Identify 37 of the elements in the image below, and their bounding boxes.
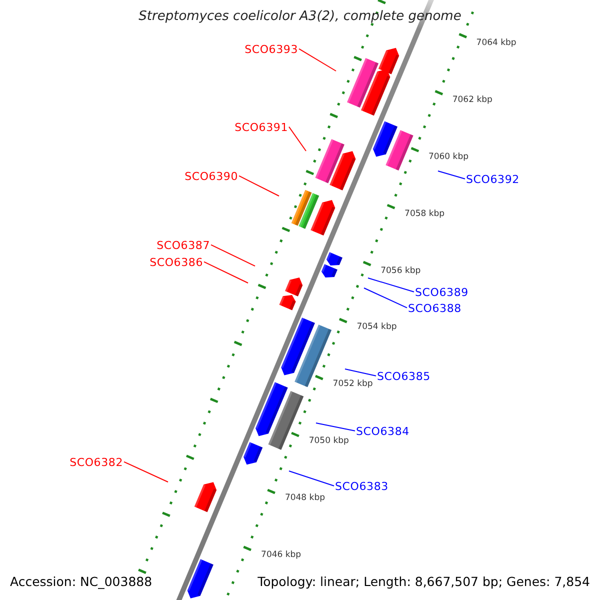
gene-label: SCO6382 — [70, 456, 123, 469]
leader-line — [288, 126, 306, 152]
gene-label: SCO6387 — [156, 239, 210, 252]
leader-line — [344, 368, 376, 376]
scale-label: 7056 kbp — [380, 266, 421, 276]
scale-label: 7064 kbp — [476, 38, 516, 48]
leader-line — [316, 422, 356, 432]
leader-line — [298, 48, 336, 72]
scale-label: 7062 kbp — [452, 94, 492, 105]
scale-label: 7060 kbp — [428, 152, 468, 162]
gene-label: SCO6384 — [356, 425, 410, 438]
scale-label: 7048 kbp — [284, 493, 326, 504]
gene-label: SCO6389 — [415, 286, 468, 299]
scale-label: 7052 kbp — [332, 379, 373, 390]
title: Streptomyces coelicolor A3(2), complete genome — [138, 9, 462, 24]
leader-line — [238, 175, 280, 196]
scale-label: 7050 kbp — [308, 436, 349, 446]
leader-line — [438, 170, 466, 180]
gene-label: SCO6391 — [234, 121, 288, 134]
gene-label: SCO6383 — [335, 480, 388, 493]
scale-label: 7046 kbp — [261, 550, 302, 560]
scale-label: 7054 kbp — [356, 322, 397, 332]
leader-line — [368, 278, 414, 292]
leader-line — [364, 288, 408, 308]
gene-label: SCO6386 — [150, 256, 203, 269]
gene-label: SCO6392 — [466, 173, 520, 186]
gene-label: SCO6388 — [408, 302, 462, 315]
leader-line — [288, 470, 334, 486]
gene-label: SCO6385 — [377, 370, 430, 383]
leader-line — [204, 261, 248, 284]
leader-line — [210, 244, 256, 266]
footer-text: Accession: NC_003888 — [10, 574, 152, 589]
scale-label: 7058 kbp — [404, 208, 445, 219]
leader-line — [124, 461, 168, 482]
gene-label: SCO6393 — [244, 43, 298, 56]
footer-text: Topology: linear; Length: 8,667,507 bp; Genes: 7,854 — [258, 574, 590, 589]
gene-label: SCO6390 — [184, 170, 238, 183]
